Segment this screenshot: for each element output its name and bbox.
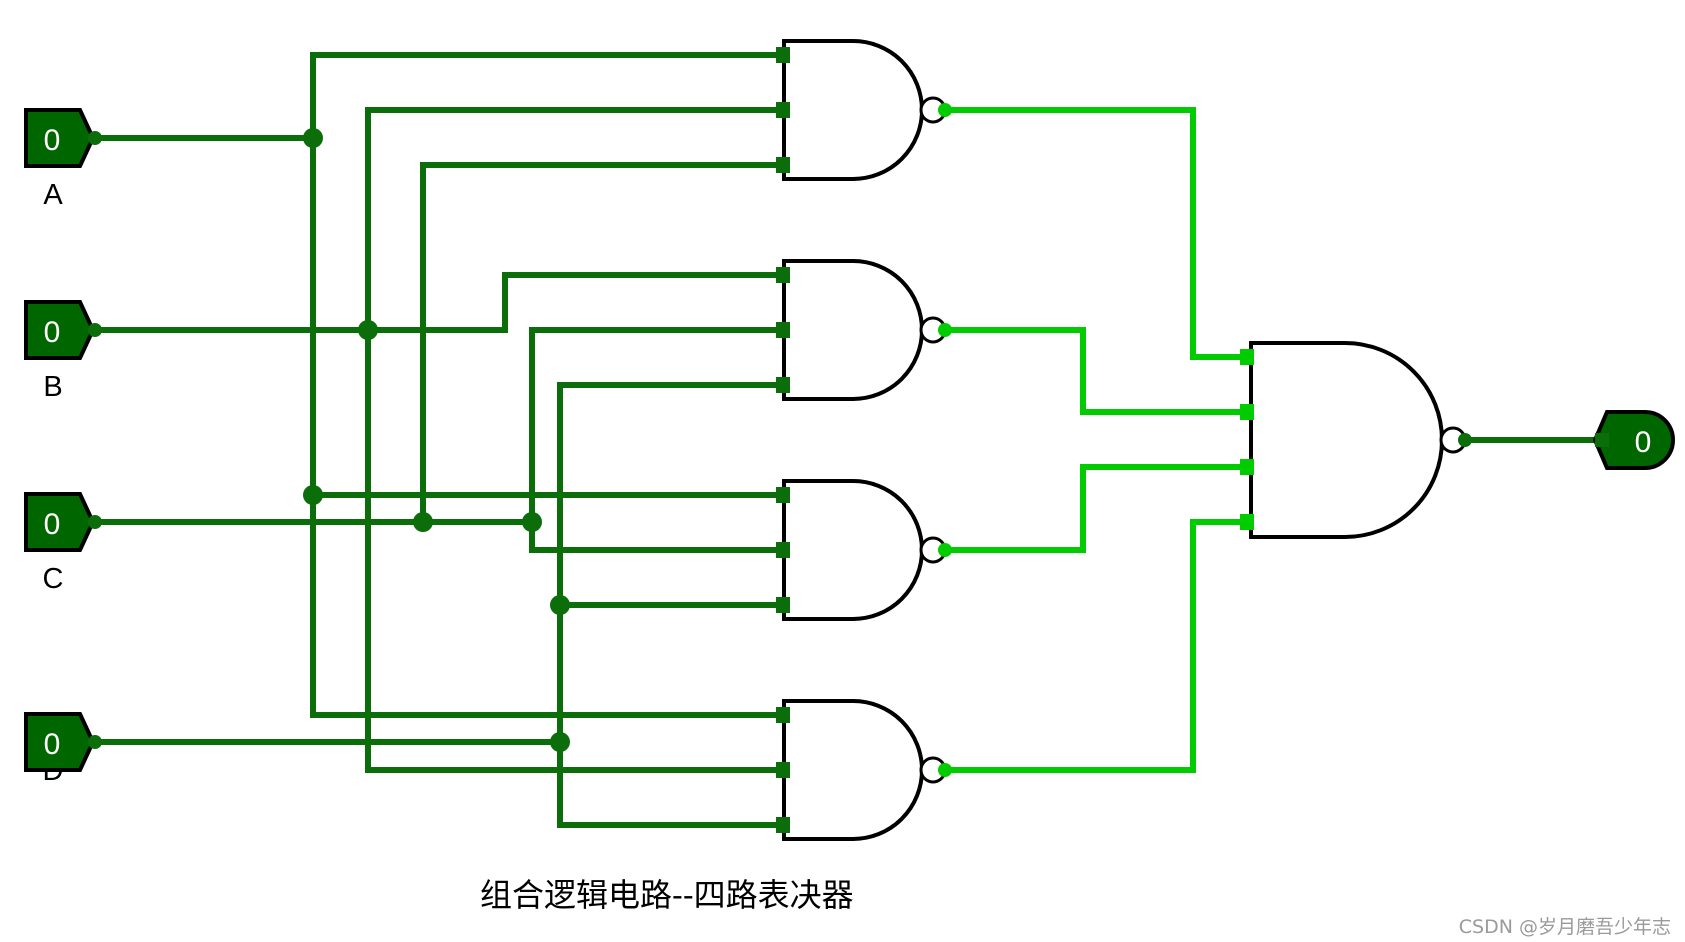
output-pin: 0: [1592, 410, 1675, 470]
wire-g3-out: [942, 464, 1253, 553]
input-c-value: 0: [44, 508, 61, 541]
junction-c2: [522, 512, 542, 532]
diagram-caption: 组合逻辑电路--四路表决器: [480, 876, 854, 914]
nand-gate-final: [1240, 341, 1472, 539]
wire-g2-out: [942, 327, 1253, 415]
input-pin-c[interactable]: 0 C: [24, 492, 102, 595]
junction-dots: [303, 128, 570, 752]
nand-gate-1: [776, 39, 952, 181]
input-b-value: 0: [44, 316, 61, 349]
junction-a: [303, 128, 323, 148]
nand-gate-3: [776, 479, 952, 621]
input-b-label: B: [43, 371, 62, 403]
junction-d1: [550, 595, 570, 615]
nand-gate-4: [776, 699, 952, 841]
junction-d2: [550, 732, 570, 752]
output-value: 0: [1635, 426, 1652, 459]
input-pin-a[interactable]: 0 A: [24, 108, 102, 211]
input-pin-b[interactable]: 0 B: [24, 300, 102, 403]
input-c-label: C: [43, 563, 64, 595]
watermark: CSDN @岁月磨吾少年志: [1458, 916, 1671, 938]
wire-g1-out: [942, 107, 1253, 360]
wire-g4-out: [942, 519, 1253, 773]
junction-c1: [413, 512, 433, 532]
nand-gate-2: [776, 259, 952, 401]
input-pin-d[interactable]: D 0: [24, 712, 102, 787]
input-a-label: A: [43, 179, 63, 211]
junction-a-g3: [303, 485, 323, 505]
gate-output-wires: [942, 107, 1253, 773]
junction-b: [358, 320, 378, 340]
input-a-value: 0: [44, 124, 61, 157]
input-d-value: 0: [44, 728, 61, 761]
wire-b-main: [92, 272, 783, 333]
